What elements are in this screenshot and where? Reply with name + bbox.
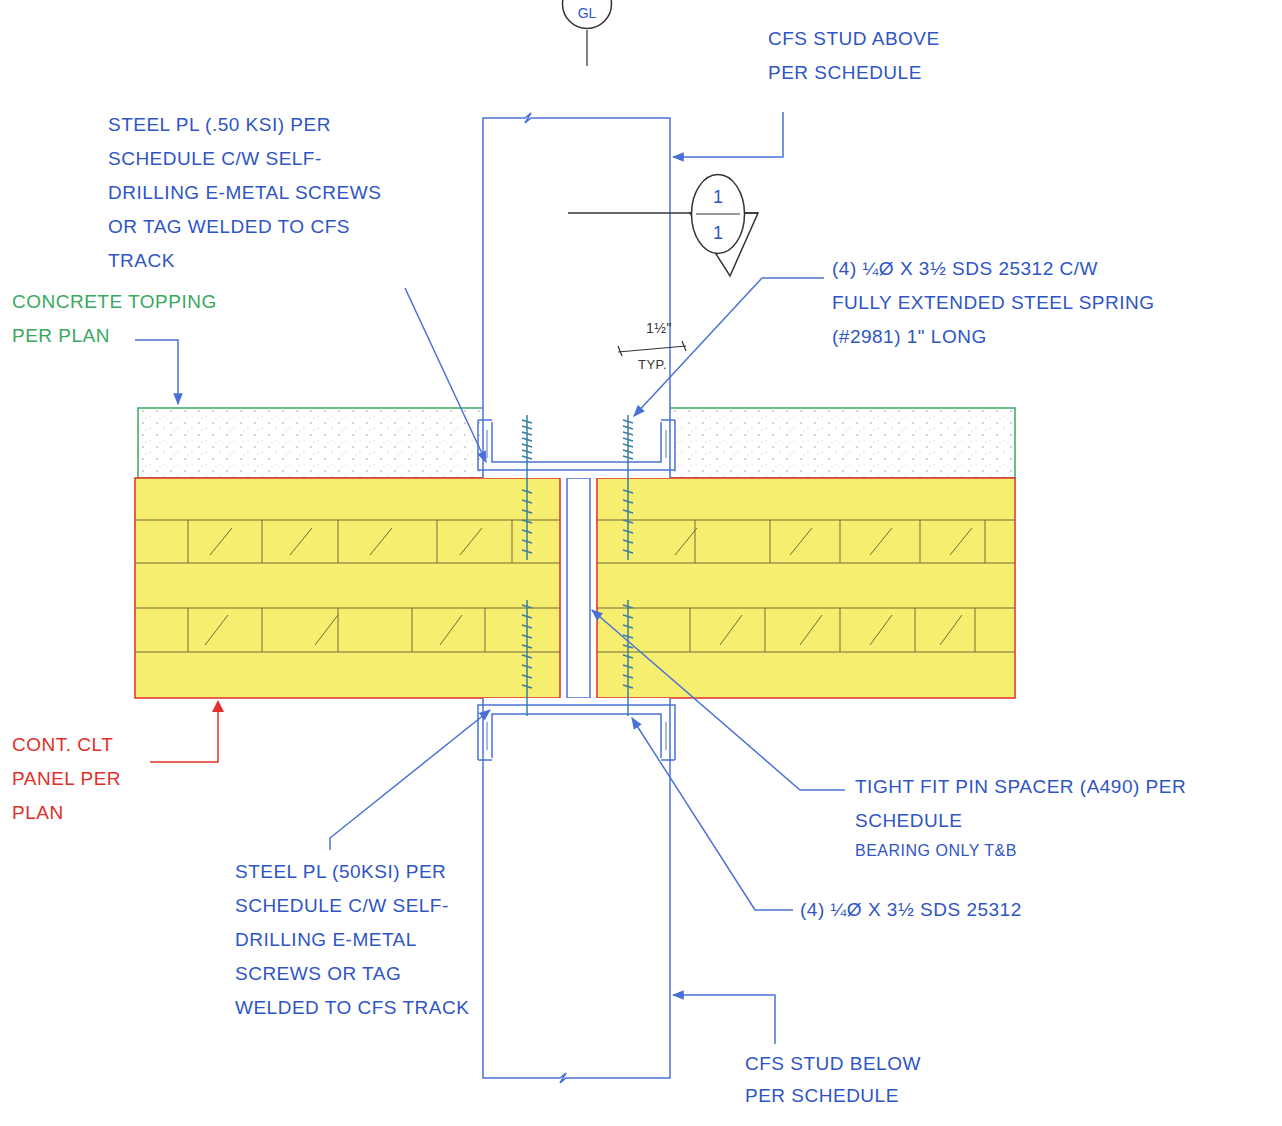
- callout-note: STEEL PL (.50 KSI) PER SCHEDULE C/W SELF…: [108, 108, 408, 278]
- grid-bubble: GL: [561, 0, 613, 30]
- callout-note: STEEL PL (50KSI) PER SCHEDULE C/W SELF-D…: [235, 855, 475, 1025]
- dimension-text: TYP.: [638, 356, 688, 374]
- callout-note: CONT. CLT PANEL PER PLAN: [12, 728, 137, 830]
- marker-text: GL: [561, 4, 613, 22]
- dimension-text: 1½": [646, 318, 696, 338]
- marker-text: 1: [690, 217, 746, 249]
- callout-note: CFS STUD BELOW PER SCHEDULE: [745, 1048, 955, 1112]
- callout-note: (4) ¼Ø X 3½ SDS 25312: [800, 893, 1120, 927]
- callout-note: (4) ¼Ø X 3½ SDS 25312 C/W FULLY EXTENDED…: [832, 252, 1162, 354]
- callout-note: CFS STUD ABOVE PER SCHEDULE: [768, 22, 978, 90]
- section-marker: 11: [690, 173, 746, 255]
- callout-note: CONCRETE TOPPING PER PLAN: [12, 285, 242, 353]
- callout-note: TIGHT FIT PIN SPACER (A490) PER SCHEDULE: [855, 770, 1215, 838]
- callout-note: BEARING ONLY T&B: [855, 838, 1155, 864]
- marker-text: 1: [690, 181, 746, 213]
